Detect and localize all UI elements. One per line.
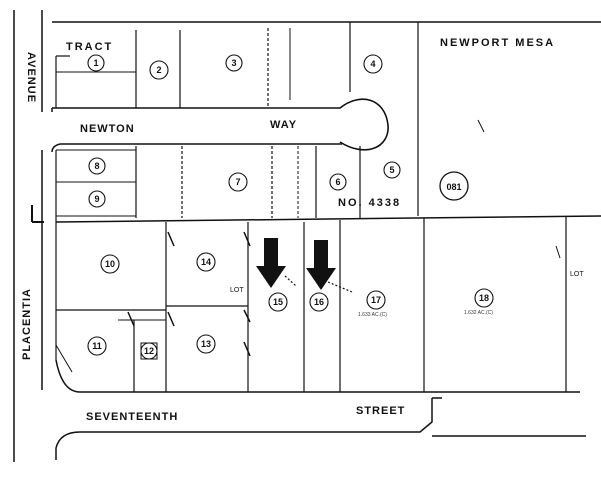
lot-18-number: 18 [479, 293, 489, 303]
hatch-9 [477, 119, 485, 133]
lot-15-circle [268, 292, 288, 312]
hatch-3 [243, 309, 251, 323]
lot-6-number: 6 [335, 177, 340, 187]
lot-4-number: 4 [370, 59, 375, 69]
hatch-6 [127, 311, 135, 327]
lot-16-circle [309, 292, 329, 312]
lot-3-number: 3 [231, 58, 236, 68]
lot-label-left: LOT [230, 287, 244, 294]
lot-8-number: 8 [94, 161, 99, 171]
arrow-down-icon [306, 240, 336, 290]
hatch-2 [243, 231, 251, 247]
lot-12-box [140, 342, 158, 360]
map-number: 081 [446, 182, 461, 192]
hatch-4 [243, 341, 251, 357]
lot-17-number: 17 [371, 295, 381, 305]
way-label: WAY [270, 119, 297, 131]
lot-1-number: 1 [93, 58, 98, 68]
lot-15-number: 15 [273, 297, 283, 307]
hatch-8 [327, 281, 353, 293]
acre-label-17: 1.633 AC.(C) [358, 312, 387, 318]
block-north-boundary [55, 215, 601, 223]
lot-14-circle [196, 252, 216, 272]
lot-5-number: 5 [389, 165, 394, 175]
lot-13-number: 13 [201, 339, 211, 349]
acre-label-18: 1.632 AC.(C) [464, 310, 493, 316]
avenue-label: AVENUE [25, 52, 37, 103]
lot-3-circle [225, 54, 243, 72]
lot-5-circle [383, 161, 401, 179]
street-label: STREET [356, 405, 405, 417]
newton-way-north-edge [52, 98, 389, 151]
lot-8-circle [88, 157, 106, 175]
hatch-10 [555, 245, 561, 259]
lot-9-circle [88, 190, 106, 208]
newport-mesa-label: NEWPORT MESA [440, 37, 555, 49]
lot11-corner [55, 344, 73, 373]
tract-number-label: NO. 4338 [338, 197, 401, 209]
lot-18-circle [474, 288, 494, 308]
lot-10-circle [100, 254, 120, 274]
lot-13-circle [196, 334, 216, 354]
seventeenth-label: SEVENTEENTH [86, 411, 178, 423]
lot-6-circle [329, 173, 347, 191]
lot-2-number: 2 [156, 65, 161, 75]
lot-17-circle [366, 290, 386, 310]
arrow-down-icon [256, 238, 286, 288]
lot-4-circle [363, 54, 383, 74]
lot-16-number: 16 [314, 297, 324, 307]
tract-label: TRACT [66, 41, 113, 53]
seventeenth-jog [431, 397, 442, 420]
lot-7-circle [228, 172, 248, 192]
newton-way-west-end-lower [51, 143, 61, 153]
lot-label-right: LOT [570, 271, 584, 278]
hatch-5 [167, 311, 175, 327]
lot-11-number: 11 [92, 341, 102, 351]
lot-1-circle [87, 54, 105, 72]
seventeenth-north-edge [55, 359, 580, 393]
lot-10-number: 10 [105, 259, 115, 269]
hatch-1 [167, 231, 175, 247]
newton-label: NEWTON [80, 123, 135, 135]
map-number-circle [439, 171, 469, 201]
seventeenth-south-edge [55, 420, 433, 460]
lot-2-circle [149, 60, 169, 80]
lot-14-number: 14 [201, 257, 211, 267]
hatch-7 [284, 275, 297, 287]
placentia-label: PLACENTIA [21, 288, 33, 360]
lot-12-number: 12 [144, 346, 154, 356]
lot-7-number: 7 [235, 177, 240, 187]
lot-9-number: 9 [94, 194, 99, 204]
lot-11-circle [87, 336, 107, 356]
